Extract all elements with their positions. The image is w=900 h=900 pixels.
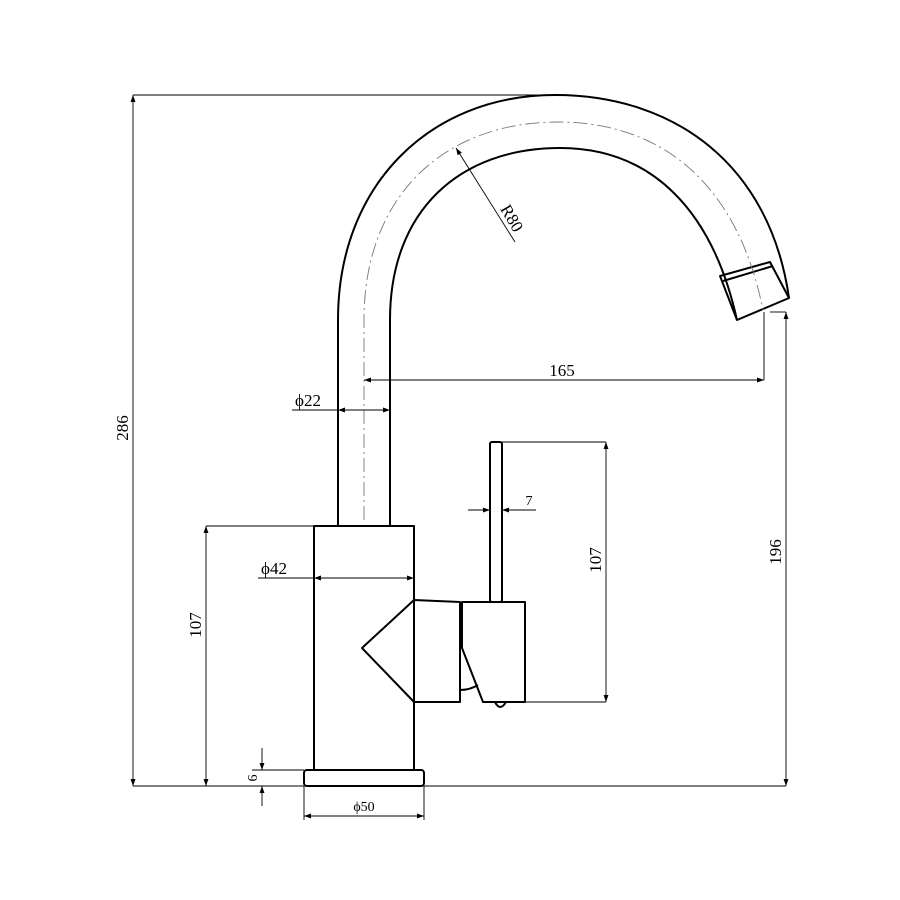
body-diameter-label: ϕ42 [261,559,287,578]
spout-radius-leader [455,147,516,243]
spout-radius-label: R80 [496,201,527,235]
handle-rod [489,441,503,603]
overall-height-label: 286 [113,415,132,441]
spout-inner-wall [389,147,738,526]
faucet-base [303,769,425,787]
aerator-seam [722,265,774,282]
faucet-body [313,525,415,771]
handle-hub-curve [459,684,479,691]
spout-centerline [363,121,764,520]
base-thickness-label: 6 [246,775,261,782]
spout-outer-wall [337,94,790,526]
spout-reach-label: 165 [549,361,575,380]
handle-knob [494,701,507,708]
spout-diameter-label: ϕ22 [295,391,321,410]
handle-diameter-label: 7 [526,494,533,509]
faucet-outline [303,94,790,787]
handle-hub [361,599,461,703]
outlet-height-label: 196 [766,539,785,565]
body-height-label: 107 [186,612,205,638]
base-diameter-label: ϕ50 [353,800,374,815]
handle-lever-body [461,601,526,703]
handle-height-label: 107 [586,547,605,573]
spout-aerator [719,261,790,321]
